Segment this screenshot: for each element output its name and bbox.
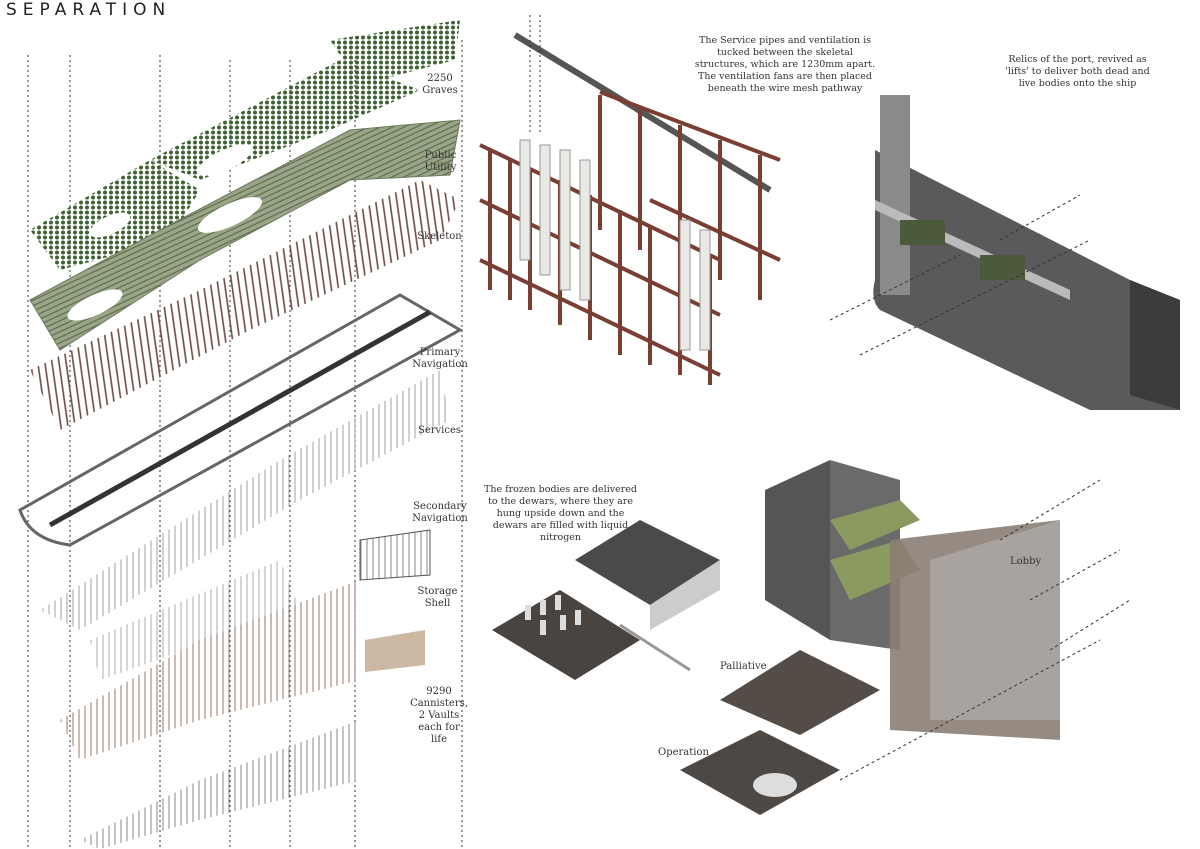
- storage-shell-layer: [60, 529, 431, 760]
- graves-layer: [30, 20, 460, 270]
- label-operation: Operation: [658, 747, 709, 758]
- label-primary-navigation: Primary Navigation: [412, 347, 468, 370]
- label-public-utility: Public Utility: [424, 150, 457, 173]
- label-secondary-navigation: Secondary Navigation: [412, 501, 468, 524]
- note-services: The Service pipes and ventilation is tuc…: [694, 35, 876, 94]
- services-layer: [40, 370, 450, 630]
- label-storage-shell: Storage Shell: [417, 586, 458, 609]
- public-utility-layer: [29, 119, 461, 351]
- label-skeleton: Skeleton: [417, 231, 462, 242]
- primary-navigation-layer: [18, 293, 464, 547]
- label-lobby: Lobby: [1010, 556, 1042, 567]
- port-lift-model: [829, 95, 1180, 410]
- label-graves: 2250 Graves: [422, 73, 458, 96]
- hospital-model: [680, 460, 1131, 815]
- page-title: SEPARATION: [6, 0, 172, 20]
- service-frame-model: [479, 15, 781, 385]
- note-port: Relics of the port, revived as 'lifts' t…: [1005, 54, 1150, 89]
- label-palliative: Palliative: [720, 661, 767, 672]
- cannisters-layer: [80, 630, 425, 849]
- label-cannisters: 9290 Cannisters, 2 Vaults each for life: [410, 686, 468, 745]
- label-services: Services: [417, 425, 462, 436]
- note-dewars: The frozen bodies are delivered to the d…: [484, 484, 637, 543]
- skeleton-layer: [30, 180, 460, 430]
- dewar-model: [492, 520, 720, 680]
